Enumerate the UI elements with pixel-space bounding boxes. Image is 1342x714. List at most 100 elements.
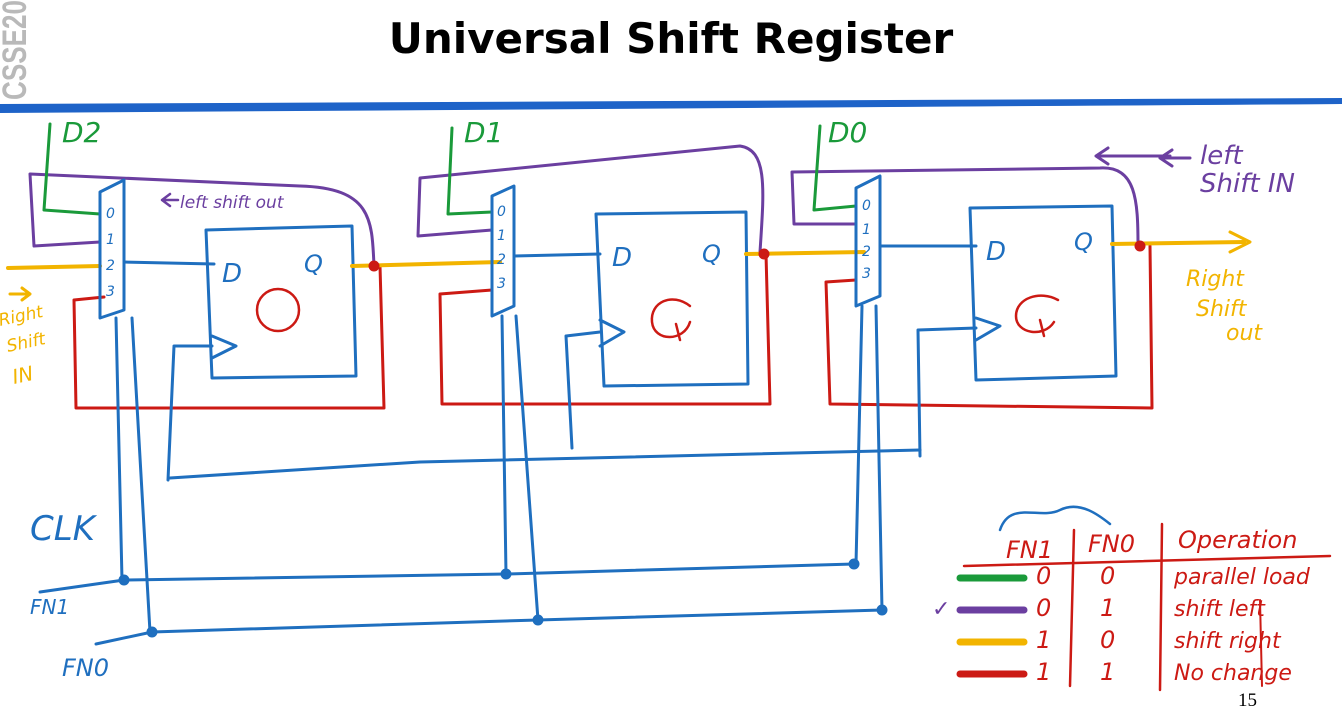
stage0-flipflop <box>968 204 1118 382</box>
right-shift-in-arrow <box>8 286 32 302</box>
label-d0: D0 <box>828 116 867 149</box>
stage1-q-label: Q <box>702 240 721 268</box>
stage0-mux-0: 0 <box>862 198 871 214</box>
stage2-mux-1: 1 <box>106 232 115 248</box>
right-shift-in-label-1: Right <box>0 302 46 331</box>
fn1-bus <box>38 562 856 594</box>
stage2-select-fn0 <box>130 316 152 634</box>
stage0-purple-loop <box>790 166 1140 248</box>
stage1-select-fn0 <box>514 314 540 622</box>
table-cell-fn1: 0 <box>1036 562 1051 590</box>
stage2-cycle-mark <box>255 287 301 333</box>
left-shift-in-label-1: left <box>1200 141 1243 171</box>
stage1-mux-2: 2 <box>497 252 506 268</box>
stage1-mux-3: 3 <box>497 276 506 292</box>
stage2-purple-loop <box>28 172 376 268</box>
stage2-select-fn1 <box>114 316 124 582</box>
table-header-rule <box>962 554 1332 568</box>
stage-0 <box>790 124 1252 616</box>
table-cell-fn1: 1 <box>1036 658 1051 686</box>
stage2-mux <box>98 178 126 320</box>
clk-label: CLK <box>30 509 98 549</box>
right-shift-in-label-2: Shift <box>5 329 49 357</box>
stage2-red-feedback <box>72 264 386 410</box>
label-d1: D1 <box>464 116 503 149</box>
stage2-q-label: Q <box>304 250 323 278</box>
left-shift-in-arrow <box>1094 146 1172 166</box>
stage2-green-d <box>42 122 102 216</box>
page-number: 15 <box>1238 690 1257 711</box>
stage0-q-node <box>1134 240 1146 252</box>
table-cell-fn0: 0 <box>1100 626 1115 654</box>
label-d2: D2 <box>62 116 101 149</box>
stage2-mux-3: 3 <box>106 284 115 300</box>
stage0-select-fn1 <box>854 304 864 566</box>
right-shift-out-label-1: Right <box>1186 267 1245 292</box>
stage1-q-node <box>758 248 770 260</box>
stage2-yellow-in <box>6 264 102 270</box>
table-cell-fn1: 0 <box>1036 594 1051 622</box>
course-tag: CSSE20 <box>0 0 34 100</box>
table-cell-operation: shift right <box>1174 629 1282 654</box>
stage0-green-d <box>812 124 858 212</box>
stage0-clk-wire <box>916 326 978 458</box>
stage0-cycle-mark <box>1014 294 1060 338</box>
right-shift-in-label-3: IN <box>10 361 35 389</box>
fn0-bus <box>94 608 884 646</box>
stage1-d-label: D <box>612 243 632 273</box>
stage2-clock-tri <box>210 334 238 360</box>
function-table-grid <box>962 505 1332 692</box>
stage1-mux-to-d <box>512 252 602 258</box>
stage0-q-yellow <box>1110 240 1246 246</box>
table-brace <box>998 505 1112 532</box>
table-cell-fn0: 0 <box>1100 562 1115 590</box>
table-cell-fn0: 1 <box>1100 594 1115 622</box>
course-tag-text: CSSE20 <box>0 0 34 100</box>
stage2-mux-2: 2 <box>106 258 115 274</box>
stage-1 <box>416 126 866 626</box>
stage1-mux-1: 1 <box>497 228 506 244</box>
table-col-rule-2 <box>1158 522 1164 692</box>
stage0-q-label: Q <box>1074 228 1093 256</box>
stage2-mux-to-d <box>122 260 216 266</box>
stage0-red-feedback <box>824 244 1154 410</box>
stage1-flipflop <box>594 210 750 388</box>
stage1-purple-loop <box>416 144 765 254</box>
stage1-mux <box>490 184 516 318</box>
stage2-clk-wire <box>166 344 214 482</box>
table-row-check-icon: ✓ <box>932 597 950 622</box>
header-bar <box>0 98 1342 112</box>
stage1-clk-wire <box>564 330 602 450</box>
stage2-q-node <box>368 260 380 272</box>
left-shift-out-arrow <box>160 192 180 208</box>
table-cell-fn1: 1 <box>1036 626 1051 654</box>
stage0-mux <box>854 174 882 308</box>
header-rule <box>0 102 1342 113</box>
stage1-select-fn1 <box>500 314 508 576</box>
stage1-green-d <box>446 126 494 216</box>
stage1-mux-0: 0 <box>497 204 506 220</box>
stage1-cycle-mark <box>650 298 692 342</box>
stage0-right-arrow <box>1228 230 1252 254</box>
stage0-mux-2: 2 <box>862 244 871 260</box>
table-header-operation: Operation <box>1178 526 1297 554</box>
fn0-label: FN0 <box>62 654 109 682</box>
stage0-clock-tri <box>974 316 1002 342</box>
stage2-mux-0: 0 <box>106 206 115 222</box>
stage2-d-label: D <box>222 259 242 289</box>
stage2-flipflop <box>204 224 358 380</box>
left-shift-in-arrow-2 <box>1158 148 1192 168</box>
clk-bus <box>168 448 922 480</box>
table-header-fn0: FN0 <box>1088 530 1135 558</box>
table-cell-operation: No change <box>1174 661 1292 686</box>
stage0-select-fn0 <box>874 304 884 612</box>
left-shift-in-label-2: Shift IN <box>1200 169 1295 199</box>
table-col-rule-3 <box>1259 599 1263 687</box>
table-cell-operation: shift left <box>1174 597 1266 622</box>
table-cell-fn0: 1 <box>1100 658 1115 686</box>
right-shift-out-label-2: Shift <box>1196 297 1248 322</box>
table-header-fn1: FN1 <box>1006 536 1053 564</box>
stage0-mux-1: 1 <box>862 222 871 238</box>
